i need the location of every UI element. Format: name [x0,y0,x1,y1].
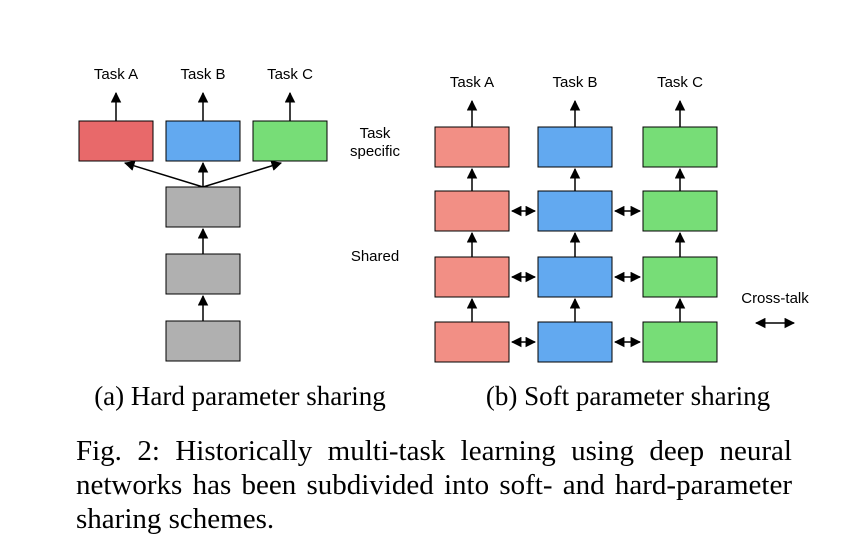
task-specific-label-line1: Task [360,125,391,142]
soft-task-c-layer-2 [642,256,718,298]
soft-task-c-label: Task C [657,74,703,91]
hard-shared-layer-3 [165,186,241,228]
hard-task-a-label: Task A [94,66,138,83]
soft-task-c-layer-3 [642,190,718,232]
soft-task-b-layer-1 [537,321,613,363]
hard-shared-layer-1 [165,320,241,362]
soft-task-b-layer-4 [537,126,613,168]
soft-task-a-layer-4 [434,126,510,168]
soft-task-a-layer-2 [434,256,510,298]
cross-talk-label: Cross-talk [741,290,809,307]
hard-sharing-subcaption: (a) Hard parameter sharing [94,381,386,411]
hard-task-b-label: Task B [180,66,225,83]
hard-task-a-layer [78,120,154,162]
soft-task-b-layer-3 [537,190,613,232]
soft-task-a-layer-1 [434,321,510,363]
hard-fanout-arrow-a [123,160,204,188]
hard-task-c-layer [252,120,328,162]
hard-task-b-layer [165,120,241,162]
soft-task-a-layer-3 [434,190,510,232]
soft-sharing-subcaption: (b) Soft parameter sharing [486,381,770,411]
task-specific-label-line2: specific [350,143,401,160]
soft-task-b-layer-2 [537,256,613,298]
soft-task-a-label: Task A [450,74,494,91]
soft-sharing-diagram: Task A Task B Task C [434,74,718,363]
shared-label: Shared [351,248,399,265]
multi-task-sharing-diagram: Task A Task B Task C Task specific Share… [78,66,809,411]
hard-shared-layer-2 [165,253,241,295]
soft-task-c-layer-1 [642,321,718,363]
hard-task-c-label: Task C [267,66,313,83]
soft-task-b-label: Task B [552,74,597,91]
soft-task-c-layer-4 [642,126,718,168]
hard-sharing-diagram: Task A Task B Task C [78,66,328,362]
figure-caption: Fig. 2: Historically multi-task learning… [76,435,792,535]
hard-fanout-arrow-c [202,160,283,188]
